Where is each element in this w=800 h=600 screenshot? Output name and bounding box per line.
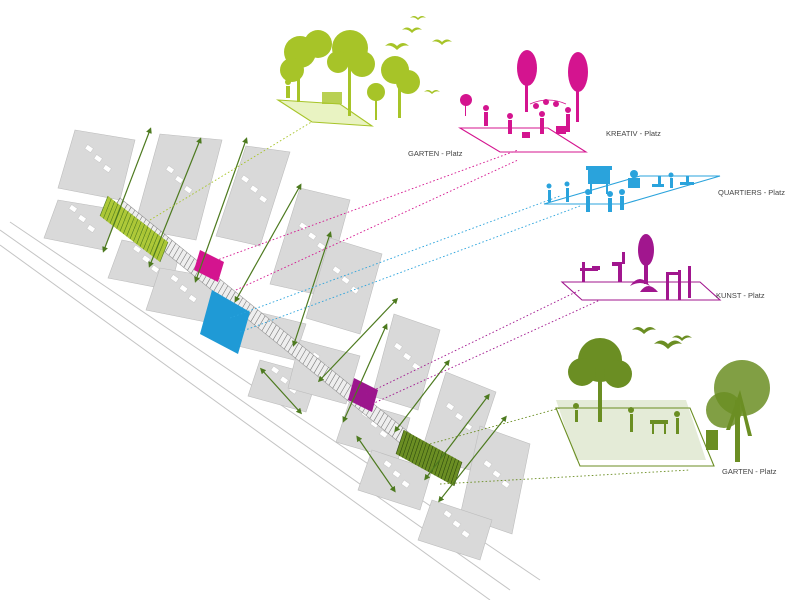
axis-arrow — [194, 137, 248, 283]
building-block — [371, 313, 441, 411]
courtyard — [402, 352, 412, 361]
kreativ-label: KREATIV - Platz — [606, 129, 661, 138]
green-axes — [102, 127, 507, 503]
courtyard — [169, 274, 180, 283]
courtyard — [86, 224, 96, 233]
courtyard — [77, 214, 87, 223]
kunst-illustration: KUNST - Platz — [560, 234, 765, 301]
courtyard — [451, 519, 462, 529]
plaza-illustrations: KREATIV - Platz QUARTIERS - Platz — [275, 16, 785, 476]
building-block — [417, 499, 493, 561]
kreativ-illustration: KREATIV - Platz — [458, 50, 661, 153]
quartiers-illustration: QUARTIERS - Platz — [543, 166, 785, 212]
bird-icons — [385, 16, 452, 94]
hatch-line — [216, 282, 225, 295]
courtyard — [187, 294, 198, 303]
hatch-line — [265, 321, 273, 335]
bird-icons-bottom — [632, 327, 692, 349]
hatch-line — [283, 336, 292, 350]
quartiers-label: QUARTIERS - Platz — [718, 188, 785, 197]
garten-bottom-label: GARTEN - Platz — [722, 467, 777, 476]
leader-lines — [149, 117, 691, 485]
hatch-line — [310, 358, 318, 371]
building-block — [215, 145, 291, 247]
courtyard — [460, 529, 471, 539]
hatch-line — [280, 333, 288, 347]
hatch-line — [276, 330, 285, 344]
hatch-line — [408, 437, 418, 462]
hatch-line — [298, 348, 307, 362]
courtyard — [68, 204, 78, 213]
hatch-line — [302, 351, 311, 365]
hatch-line — [415, 440, 424, 465]
axis-arrow — [292, 231, 332, 347]
hatch-line — [306, 355, 314, 368]
hatch-line — [384, 418, 392, 431]
courtyard — [178, 284, 189, 293]
courtyard — [331, 265, 342, 275]
hatch-line — [269, 324, 277, 338]
courtyard — [349, 285, 360, 295]
axis-arrow — [148, 137, 202, 268]
axis-arrow — [102, 127, 152, 253]
site-quartiers — [200, 290, 250, 354]
axis-arrow — [342, 323, 388, 423]
hatch-line — [405, 435, 414, 460]
hatch-line — [398, 431, 408, 456]
hatch-line — [395, 429, 405, 455]
hatch-line — [254, 312, 262, 325]
hatch-line — [220, 285, 229, 298]
garten-top-illustration — [275, 16, 452, 127]
hatch-line — [257, 315, 266, 329]
hatch-line — [402, 433, 411, 458]
axis-arrow — [394, 359, 450, 433]
hatch-line — [295, 345, 303, 359]
axis-arrow — [438, 415, 507, 503]
hatch-line — [411, 438, 421, 463]
kunst-label: KUNST - Platz — [716, 291, 765, 300]
axis-arrow — [234, 183, 302, 303]
hatch-line — [272, 327, 281, 341]
hatch-line — [261, 318, 270, 332]
garten-bottom-illustration: GARTEN - Platz — [555, 327, 777, 476]
garten-top-label: GARTEN - Platz — [408, 149, 463, 158]
axis-arrow — [259, 367, 303, 415]
courtyard — [442, 509, 453, 519]
axis-arrow — [356, 435, 396, 493]
building-block — [57, 129, 136, 201]
courtyard — [84, 144, 94, 153]
courtyard — [400, 479, 411, 489]
courtyard — [93, 154, 103, 163]
hatch-line — [250, 309, 258, 322]
courtyard — [340, 275, 351, 285]
